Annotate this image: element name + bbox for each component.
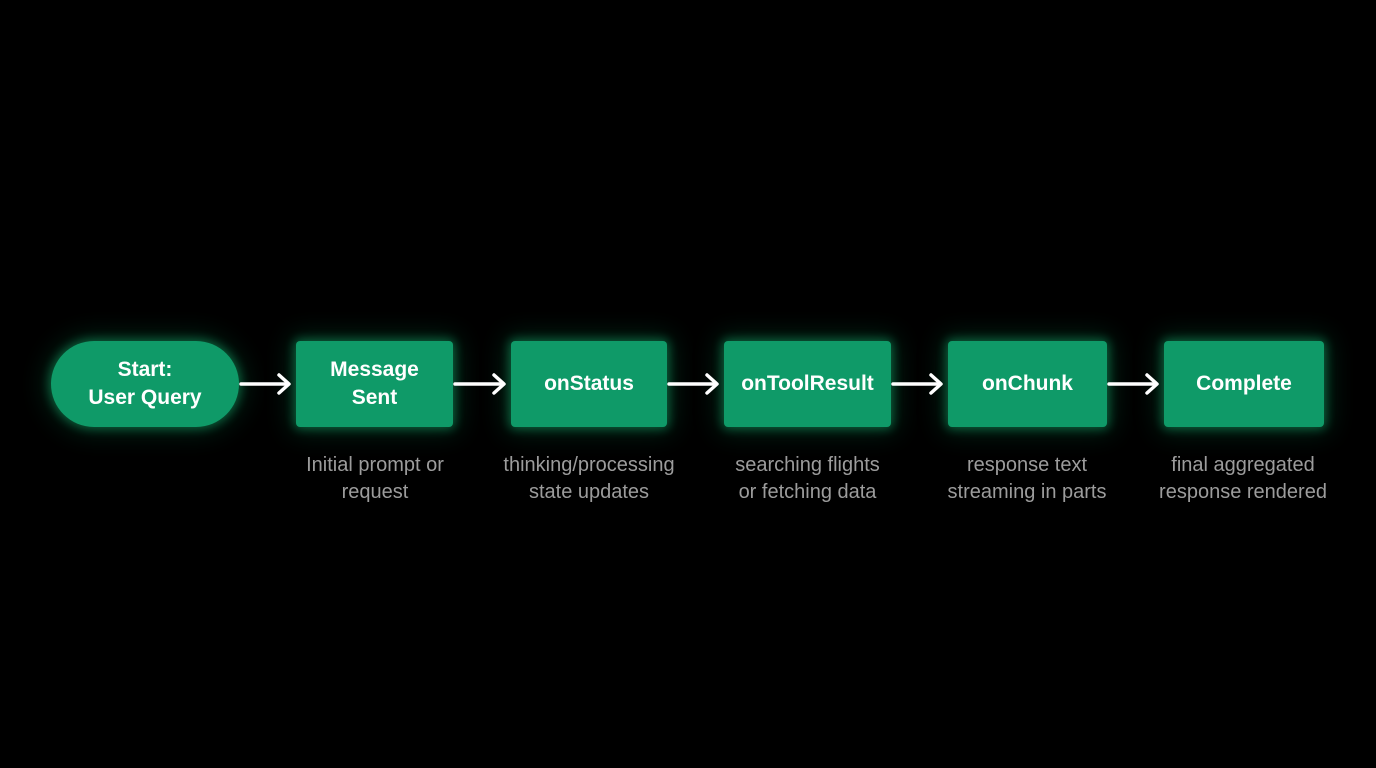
arrow-on-chunk-to-complete: [1107, 373, 1159, 395]
on-status-node: onStatus: [511, 341, 667, 427]
message-sent-caption: Initial prompt or request: [306, 454, 444, 503]
arrow-message-sent-to-on-status: [453, 373, 506, 395]
complete-node: Complete: [1164, 341, 1324, 427]
complete-label: Complete: [1196, 372, 1292, 395]
arrow-start-to-message-sent: [239, 373, 291, 395]
message-sent-node: Message Sent: [296, 341, 453, 427]
on-tool-result-caption: searching flights or fetching data: [735, 454, 880, 503]
on-tool-result-node: onToolResult: [724, 341, 891, 427]
on-chunk-label: onChunk: [982, 372, 1073, 395]
start-user-query-label: Start: User Query: [88, 358, 202, 409]
message-sent-label: Message Sent: [330, 358, 419, 409]
on-chunk-node: onChunk: [948, 341, 1107, 427]
complete-caption: final aggregated response rendered: [1159, 454, 1327, 503]
on-chunk-caption: response text streaming in parts: [947, 454, 1107, 503]
arrow-on-status-to-on-tool-result: [667, 373, 719, 395]
arrow-on-tool-result-to-on-chunk: [891, 373, 943, 395]
start-user-query-node: Start: User Query: [51, 341, 239, 427]
on-tool-result-label: onToolResult: [741, 372, 874, 395]
on-status-caption: thinking/processing state updates: [503, 454, 675, 503]
on-status-label: onStatus: [544, 372, 634, 395]
